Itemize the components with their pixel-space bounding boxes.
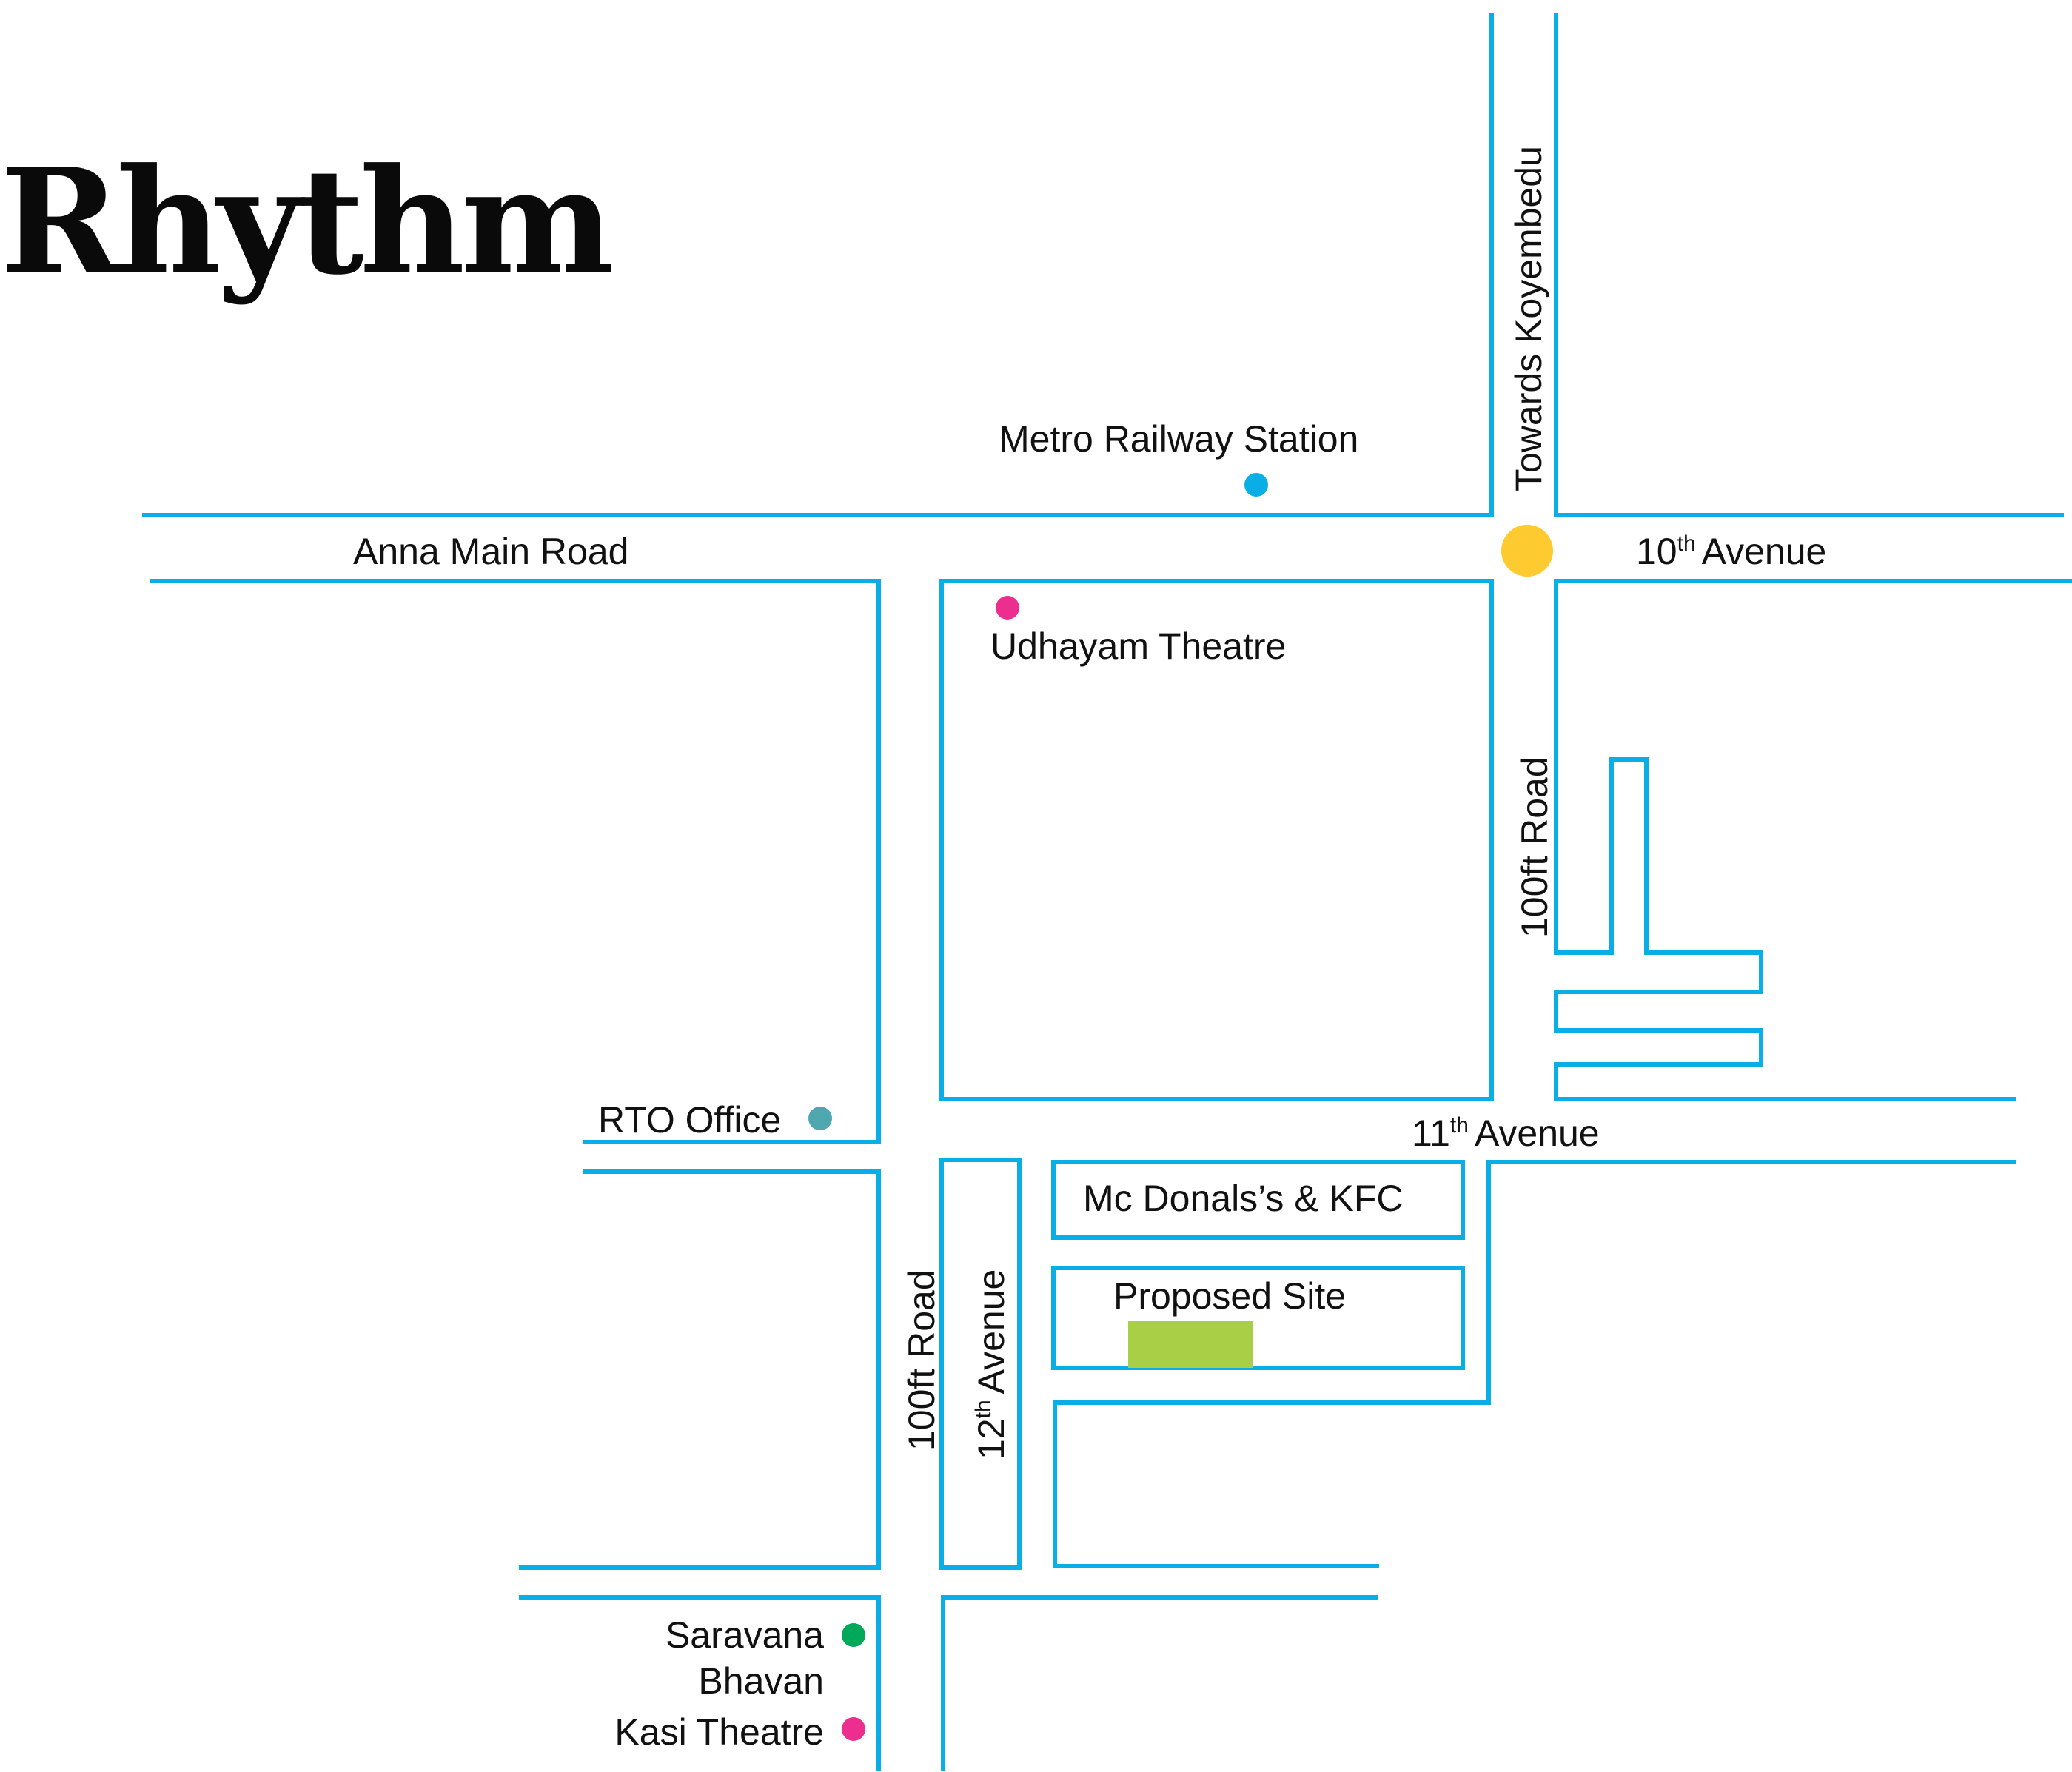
twelfth-avenue-label: 12th Avenue	[970, 1269, 1012, 1460]
tenth-avenue-suffix: th	[1677, 531, 1696, 556]
proposed-site-label: Proposed Site	[1113, 1275, 1346, 1317]
proposed-site-block	[1051, 1266, 1465, 1370]
tenth-avenue-number: 10	[1636, 531, 1677, 572]
saravana-bhavan-marker[interactable]	[842, 1623, 865, 1647]
tenth-avenue-name: Avenue	[1702, 531, 1827, 572]
towards-koyembedu-label: Towards Koyembedu	[1508, 146, 1549, 491]
udhayam-theatre-label: Udhayam Theatre	[990, 625, 1286, 667]
kasi-theatre-label: Kasi Theatre	[614, 1711, 824, 1753]
twelfth-avenue-suffix: th	[971, 1400, 996, 1418]
saravana-bhavan-label-line1: Saravana	[665, 1614, 824, 1656]
twelfth-avenue-number: 12	[970, 1418, 1012, 1460]
proposed-site-marker[interactable]	[1128, 1321, 1253, 1368]
hundred-ft-road-north-label: 100ft Road	[1514, 756, 1555, 938]
eleventh-avenue-south-edge	[1053, 1160, 2016, 1568]
tenth-avenue-south-edge	[1554, 579, 2072, 1101]
metro-station-label: Metro Railway Station	[999, 418, 1358, 460]
udhayam-theatre-marker[interactable]	[996, 596, 1019, 620]
rto-office-marker[interactable]	[808, 1107, 832, 1130]
udhayam-block	[939, 579, 1494, 1101]
twelfth-avenue-name: Avenue	[970, 1269, 1012, 1395]
eleventh-avenue-suffix: th	[1450, 1113, 1469, 1138]
kasi-theatre-marker[interactable]	[842, 1717, 865, 1741]
brand-logo: Rhythm	[0, 137, 611, 307]
metro-station-marker[interactable]	[1244, 473, 1268, 497]
anna-main-road-north-edge	[142, 13, 1494, 517]
eleventh-avenue-number: 11	[1412, 1112, 1450, 1154]
west-block-edge	[519, 1169, 881, 1570]
mcdonalds-kfc-label: Mc Donals’s & KFC	[1083, 1178, 1404, 1219]
hundred-ft-road-south-label: 100ft Road	[901, 1269, 942, 1451]
south-west-block-edge	[519, 1595, 881, 1771]
south-east-block-edge	[941, 1595, 1378, 1771]
eleventh-avenue-name: Avenue	[1475, 1112, 1600, 1154]
mcdonalds-block	[1051, 1160, 1465, 1240]
anna-main-road-label: Anna Main Road	[353, 531, 628, 572]
road-network	[142, 13, 2072, 1771]
koyembedu-road-east-edge	[1554, 13, 2064, 517]
saravana-bhavan-label-line2: Bhavan	[698, 1660, 824, 1702]
junction-marker	[1501, 525, 1553, 577]
anna-main-road-south-edge	[150, 579, 881, 1144]
rto-office-label: RTO Office	[598, 1099, 781, 1141]
twelfth-avenue-block	[939, 1158, 1022, 1570]
